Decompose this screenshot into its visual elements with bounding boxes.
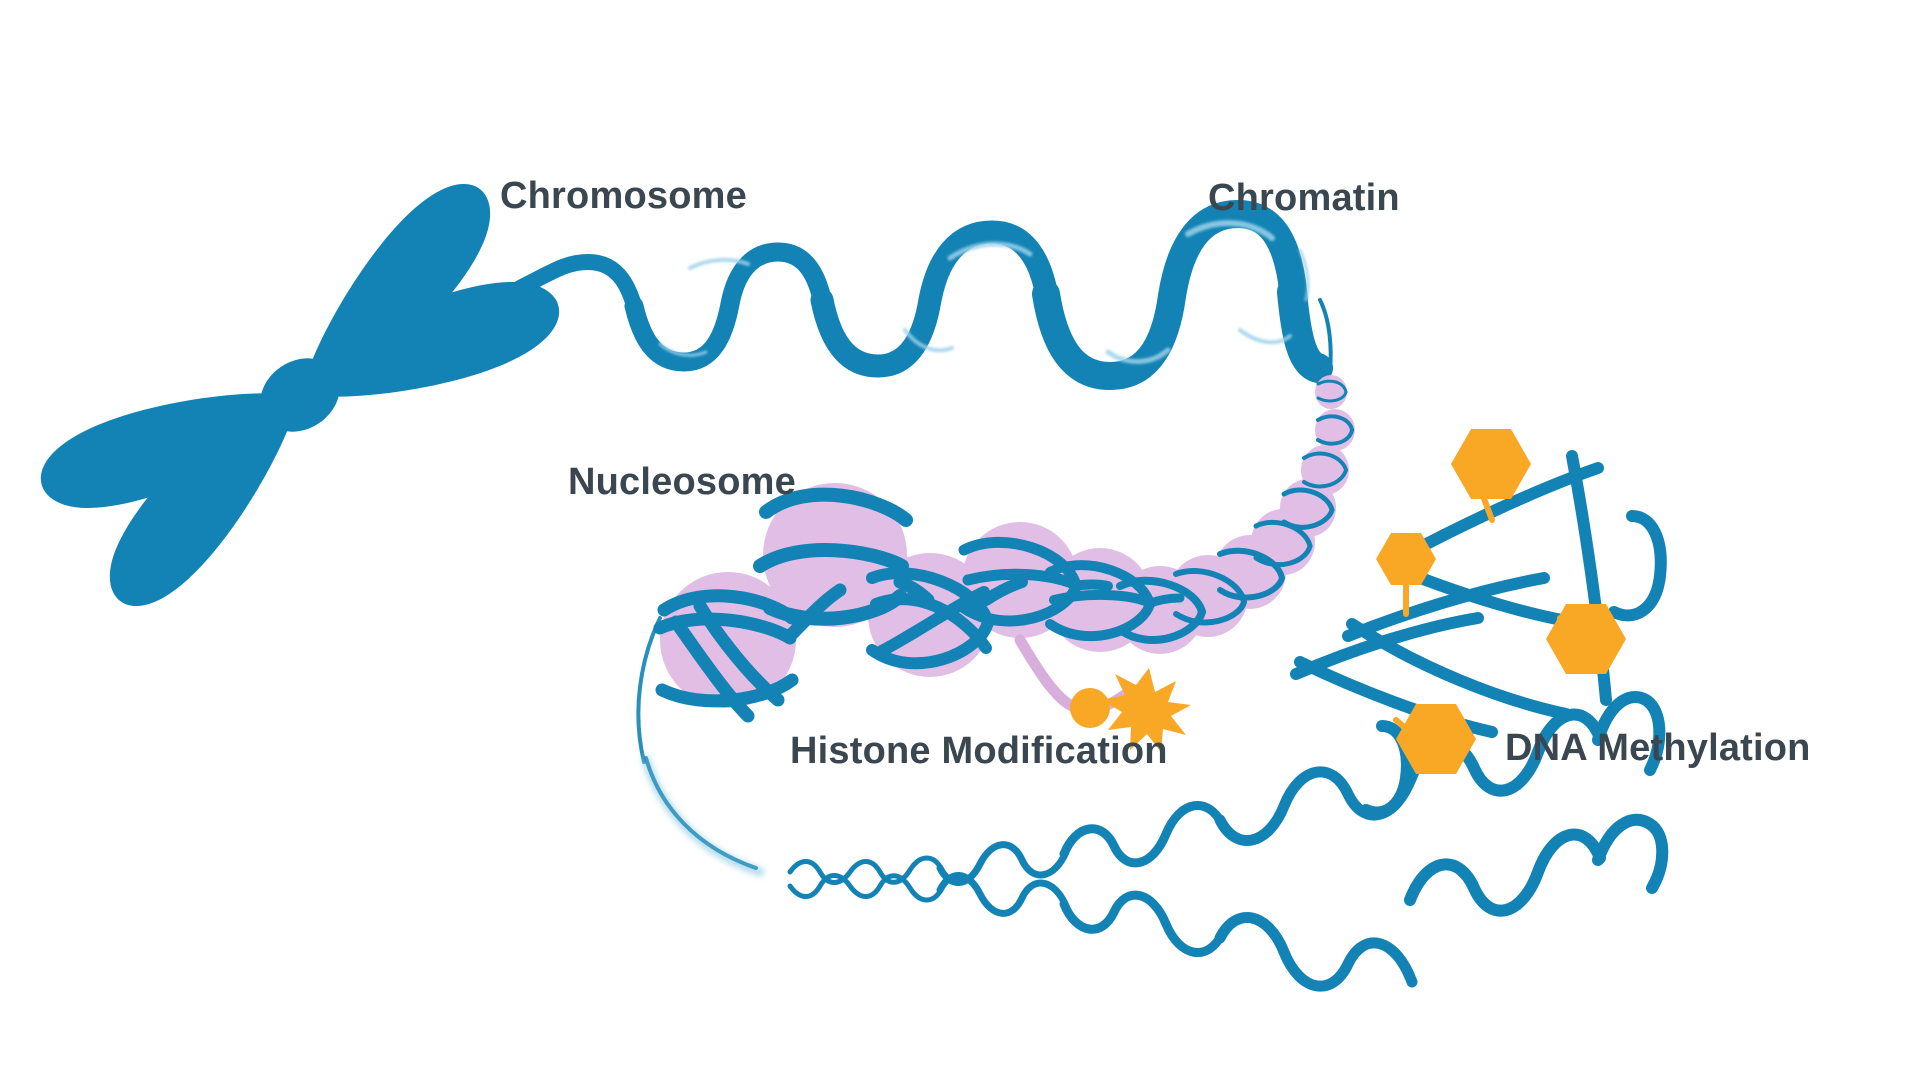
methyl-hexagon-icon <box>1376 429 1626 774</box>
histone-tail-group <box>1014 634 1191 752</box>
label-nucleosome: Nucleosome <box>568 461 796 503</box>
label-chromatin: Chromatin <box>1208 177 1400 219</box>
label-histone-modification: Histone Modification <box>790 730 1168 772</box>
label-dna-methylation: DNA Methylation <box>1505 727 1811 769</box>
chromatin-fiber-icon <box>463 200 1333 390</box>
dna-helix-icon <box>636 450 1669 992</box>
histone-mark-burst-icon <box>1102 668 1191 752</box>
histone-mark-circle-icon <box>1070 688 1110 728</box>
label-chromosome: Chromosome <box>500 175 747 217</box>
chromosome-icon <box>28 167 572 623</box>
nucleosome-bead-icon <box>653 298 1355 723</box>
